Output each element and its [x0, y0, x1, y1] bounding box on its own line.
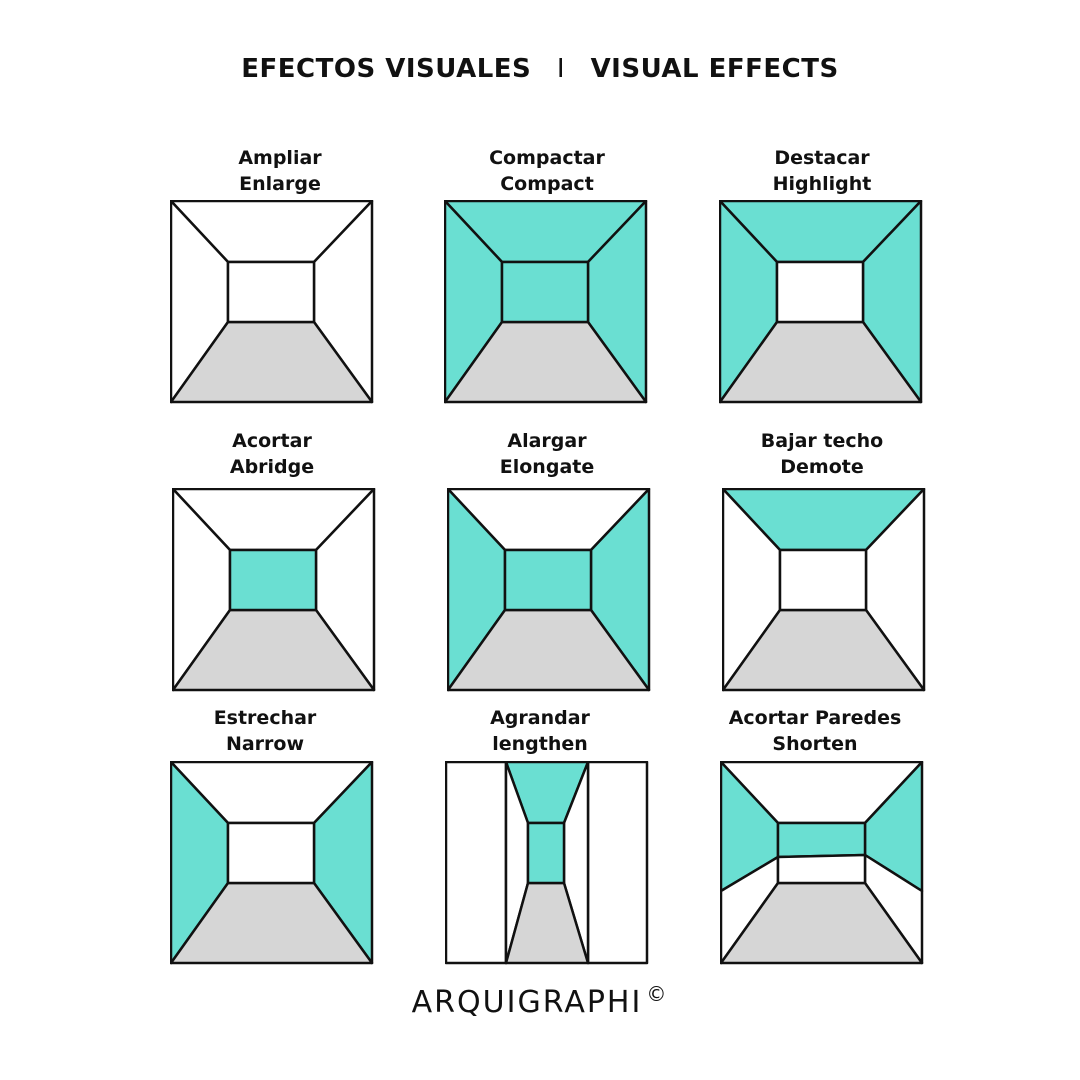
effect-name-en: Shorten — [772, 733, 858, 755]
effect-name-es: Compactar — [489, 147, 605, 169]
effect-card-lengthen: Agrandar lengthen — [430, 705, 650, 965]
effect-name-es: Estrechar — [213, 707, 317, 729]
effect-name-en: Narrow — [225, 733, 305, 755]
back-wall-lower — [776, 853, 867, 885]
effect-caption: Acortar Paredes Shorten — [705, 705, 925, 757]
effect-name-es: Alargar — [507, 430, 587, 452]
room-svg — [719, 200, 923, 404]
effect-name-en: lengthen — [492, 733, 588, 755]
left-wall — [445, 761, 508, 965]
effect-caption: Ampliar Enlarge — [170, 145, 390, 197]
back-wall — [228, 548, 318, 612]
back-wall — [775, 260, 865, 324]
room-diagram — [172, 488, 376, 692]
effect-caption: Alargar Elongate — [437, 428, 657, 480]
effect-name-es: Acortar Paredes — [728, 707, 902, 729]
effect-caption: Acortar Abridge — [162, 428, 382, 480]
effect-name-en: Elongate — [499, 456, 595, 478]
room-svg — [445, 761, 649, 965]
right-wall — [586, 761, 649, 965]
effect-name-es: Destacar — [774, 147, 870, 169]
effect-card-abridge: Acortar Abridge — [162, 428, 382, 692]
effect-name-en: Abridge — [229, 456, 315, 478]
room-svg — [170, 200, 374, 404]
effect-name-en: Enlarge — [239, 173, 321, 195]
back-wall — [226, 260, 316, 324]
back-wall — [500, 260, 590, 324]
effect-card-highlight: Destacar Highlight — [712, 145, 932, 404]
effect-caption: Estrechar Narrow — [155, 705, 375, 757]
title-spanish: EFECTOS VISUALES — [241, 54, 532, 84]
effect-caption: Bajar techo Demote — [712, 428, 932, 480]
room-svg — [444, 200, 648, 404]
effect-card-elongate: Alargar Elongate — [437, 428, 657, 692]
room-diagram — [170, 761, 374, 965]
effect-name-en: Demote — [780, 456, 864, 478]
title-english: VISUAL EFFECTS — [590, 54, 839, 84]
room-diagram — [445, 761, 649, 965]
effect-name-en: Compact — [500, 173, 594, 195]
title-separator: I — [556, 54, 565, 84]
brand-signature: ARQUIGRAPHI© — [0, 982, 1080, 1020]
effect-card-narrow: Estrechar Narrow — [155, 705, 375, 965]
back-wall — [503, 548, 593, 612]
room-svg — [170, 761, 374, 965]
room-diagram — [719, 200, 923, 404]
room-diagram — [170, 200, 374, 404]
effect-card-demote: Bajar techo Demote — [712, 428, 932, 692]
copyright-mark: © — [646, 982, 669, 1006]
back-wall — [226, 821, 316, 885]
effect-name-en: Highlight — [772, 173, 872, 195]
room-diagram — [444, 200, 648, 404]
effect-name-es: Bajar techo — [760, 430, 884, 452]
room-diagram — [722, 488, 926, 692]
room-svg — [447, 488, 651, 692]
back-wall-upper — [776, 821, 867, 859]
effect-name-es: Ampliar — [238, 147, 322, 169]
room-svg — [722, 488, 926, 692]
back-wall — [526, 821, 566, 885]
page-title: EFECTOS VISUALES I VISUAL EFFECTS — [0, 54, 1080, 84]
room-svg — [720, 761, 924, 965]
brand-name: ARQUIGRAPHI — [411, 985, 643, 1020]
room-diagram — [720, 761, 924, 965]
effect-caption: Agrandar lengthen — [430, 705, 650, 757]
effect-card-shorten: Acortar Paredes Shorten — [705, 705, 925, 965]
effect-caption: Compactar Compact — [437, 145, 657, 197]
room-svg — [172, 488, 376, 692]
effect-name-es: Agrandar — [490, 707, 590, 729]
back-wall — [778, 548, 868, 612]
effect-name-es: Acortar — [232, 430, 312, 452]
effect-card-enlarge: Ampliar Enlarge — [170, 145, 390, 404]
room-diagram — [447, 488, 651, 692]
effect-caption: Destacar Highlight — [712, 145, 932, 197]
effect-card-compact: Compactar Compact — [437, 145, 657, 404]
